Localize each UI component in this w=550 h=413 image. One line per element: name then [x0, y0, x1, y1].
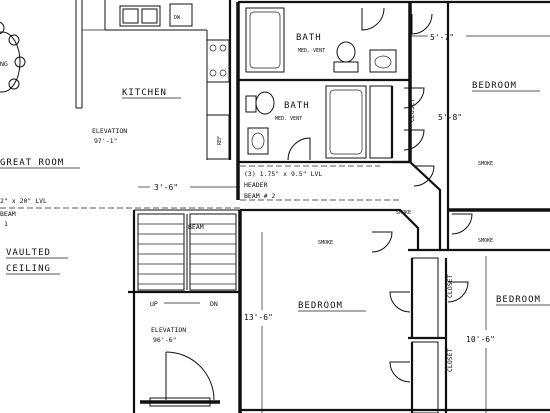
- left-fragment-label: NG: [0, 60, 8, 68]
- lower-elevation-value: 96'-6": [153, 336, 176, 344]
- bedroom-right-lower-dimension: 10'-6": [466, 335, 495, 344]
- beam-left-label: BEAM: [0, 210, 16, 218]
- header-beam-line2: HEADER: [244, 181, 268, 189]
- center-closets: [389, 257, 469, 413]
- smoke-detector-3: SMOKE: [318, 240, 333, 246]
- vaulted-label: VAULTED: [6, 248, 51, 258]
- smoke-detector-1: SMOKE: [478, 161, 493, 167]
- lower-bath: [238, 85, 425, 164]
- fragment-one-label: 1: [4, 220, 8, 228]
- stair-dimension-label: 3'-6": [154, 183, 178, 192]
- great-room-label: GREAT ROOM: [0, 158, 64, 168]
- lower-bath-note: MED. VENT: [275, 116, 302, 122]
- smoke-detector-2: SMOKE: [396, 210, 411, 216]
- beam-right-label: BEAM: [188, 223, 204, 231]
- bath-closet-label: CLOSET: [408, 98, 416, 122]
- lower-elevation-label: ELEVATION: [151, 326, 186, 334]
- staircase: [128, 209, 242, 413]
- fridge-label: REF: [217, 136, 223, 145]
- top-dimension-label: 5'-7": [430, 33, 454, 42]
- dishwasher-label: DW: [174, 15, 181, 21]
- stair-up-label: UP: [150, 300, 158, 308]
- upper-bath-label: BATH: [296, 33, 322, 43]
- header-beam-line3: BEAM # 2: [244, 192, 275, 200]
- stair-down-label: DN: [210, 300, 218, 308]
- bedroom-right-dimension: 5'-8": [438, 113, 462, 122]
- kitchen-counters: DW REF: [75, 0, 232, 160]
- center-closet-label: CLOSET: [446, 274, 454, 298]
- kitchen-elevation-value: 97'-1": [94, 137, 117, 145]
- dining-table: [0, 21, 26, 93]
- bedroom-center-dimension: 13'-6": [244, 313, 273, 322]
- hall-walls: [240, 160, 550, 253]
- entry-door: [140, 351, 220, 407]
- lvl-beam-label: 2" x 20" LVL: [0, 197, 47, 205]
- bottom-closet-label: CLOSET: [446, 348, 454, 372]
- bedroom-top-label: BEDROOM: [472, 81, 517, 91]
- bedroom-right-label: BEDROOM: [496, 295, 541, 305]
- upper-bath: [238, 7, 410, 82]
- ceiling-label: CEILING: [6, 264, 51, 274]
- lower-bath-label: BATH: [284, 101, 310, 111]
- upper-bath-note: MED. VENT: [298, 48, 325, 54]
- kitchen-elevation-label: ELEVATION: [92, 127, 127, 135]
- kitchen-label: KITCHEN: [122, 88, 167, 98]
- header-beam-line1: (3) 1.75" x 9.5" LVL: [244, 170, 322, 178]
- smoke-detector-4: SMOKE: [478, 238, 493, 244]
- bedroom-center-label: BEDROOM: [298, 301, 343, 311]
